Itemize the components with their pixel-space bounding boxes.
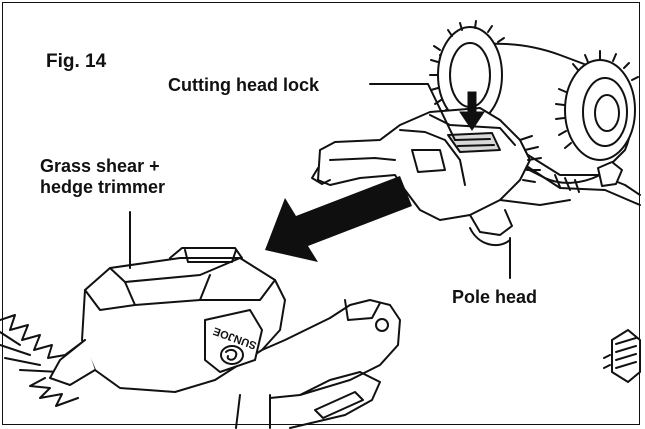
pole-head-assembly	[311, 20, 641, 247]
grass-shear-label-line2: hedge trimmer	[40, 176, 166, 197]
figure-number-label: Fig. 14	[46, 51, 107, 72]
lock-leader-line	[369, 83, 456, 141]
grass-shear-label: Grass shear + hedge trimmer	[40, 156, 165, 197]
grass-shear-tool	[0, 247, 401, 429]
grass-shear-label-line1: Grass shear +	[40, 156, 160, 176]
figure-frame	[2, 2, 640, 425]
pole-head-label: Pole head	[452, 287, 538, 307]
connector-detail	[603, 329, 641, 383]
cutting-head-lock-label: Cutting head lock	[168, 75, 320, 95]
press-down-arrow-icon	[459, 91, 485, 131]
removal-arrow-icon	[265, 176, 412, 262]
